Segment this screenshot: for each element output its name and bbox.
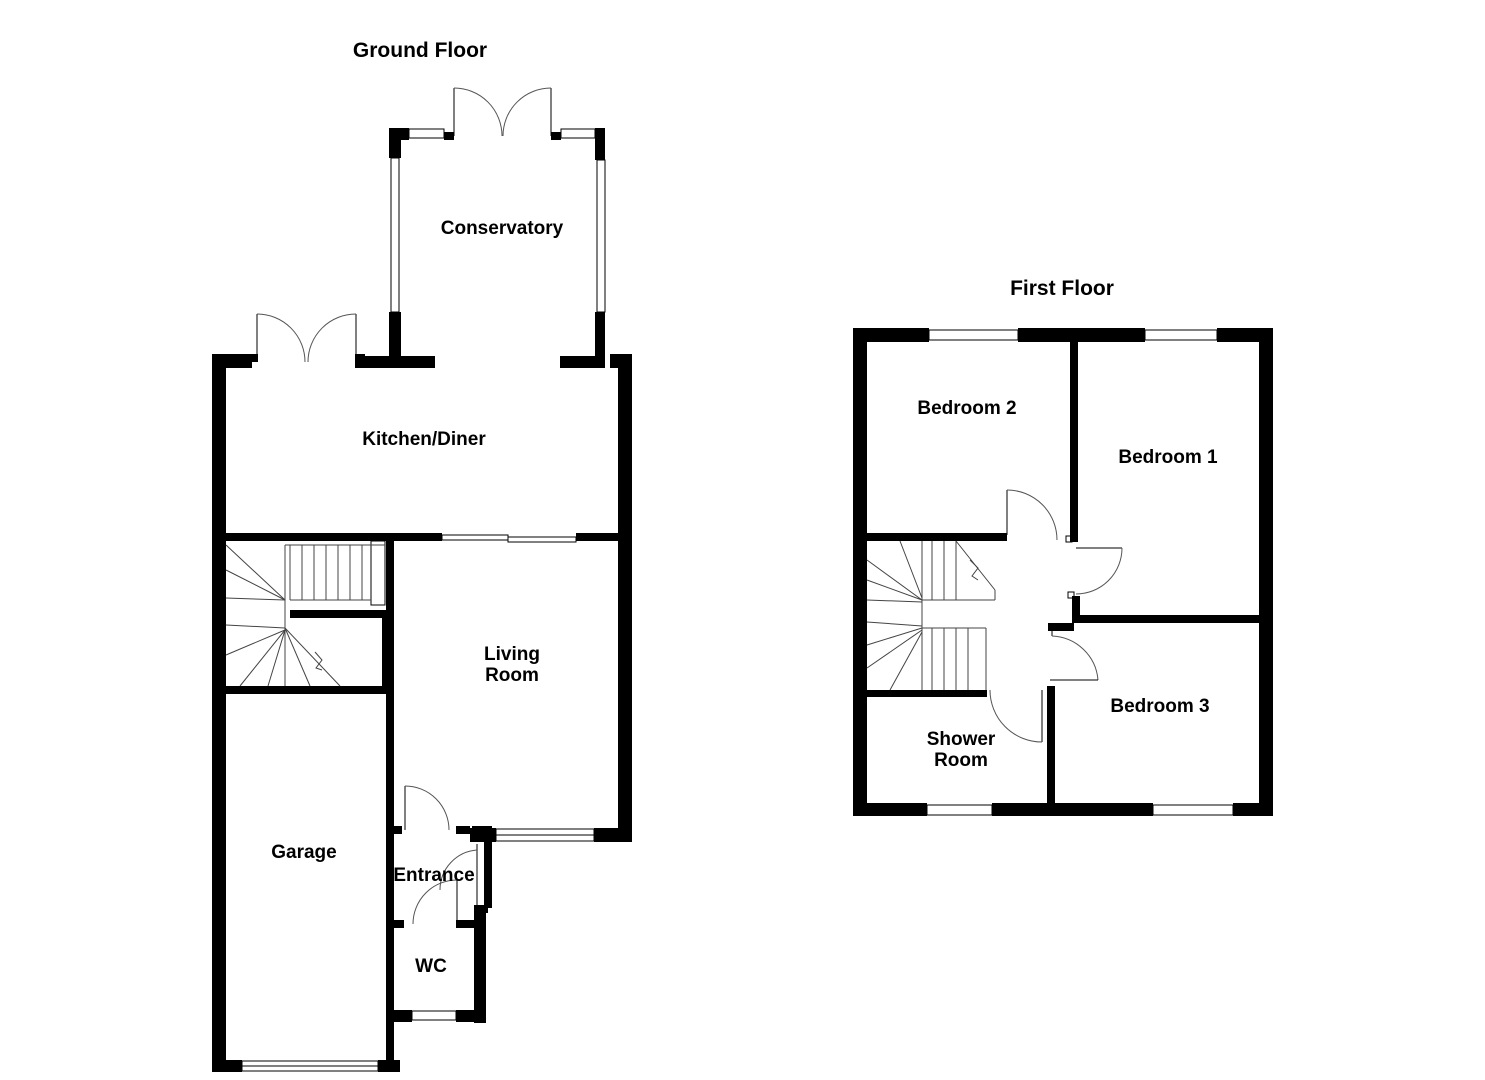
conservatory-french-doors	[453, 87, 552, 137]
room-label-bedroom-1: Bedroom 1	[1118, 447, 1218, 468]
first-floor-title: First Floor	[1010, 277, 1114, 300]
entrance-wc-walls	[394, 785, 595, 1023]
room-label-bedroom-3: Bedroom 3	[1110, 696, 1209, 717]
ground-floor-plan: Ground Floor	[212, 39, 632, 1072]
first-floor-internal-walls	[867, 342, 1259, 816]
first-floor-stairs	[866, 540, 996, 691]
first-floor-outer-walls	[853, 328, 1273, 816]
room-label-wc: WC	[415, 956, 447, 977]
room-label-kitchen-diner: Kitchen/Diner	[362, 429, 486, 450]
ground-floor-title: Ground Floor	[353, 39, 487, 62]
kitchen-french-doors	[252, 313, 365, 368]
room-label-shower-room-line1: Shower	[927, 729, 996, 750]
room-label-entrance: Entrance	[393, 865, 474, 886]
first-floor-windows	[926, 329, 1234, 816]
ground-stairs	[225, 540, 394, 826]
first-floor-doors	[989, 489, 1123, 743]
garage-features	[241, 1060, 379, 1072]
conservatory-walls	[365, 128, 605, 368]
kitchen-living-partition	[226, 533, 618, 543]
room-label-living-room-line2: Room	[485, 665, 539, 686]
room-label-shower-room-line2: Room	[934, 750, 988, 771]
room-label-conservatory: Conservatory	[441, 218, 564, 239]
room-label-bedroom-2: Bedroom 2	[917, 398, 1016, 419]
room-label-living-room-line1: Living	[484, 644, 540, 665]
main-block-walls	[212, 354, 632, 1072]
room-label-garage: Garage	[271, 842, 336, 863]
conservatory-windows	[390, 128, 606, 313]
first-floor-plan: First Floor	[853, 277, 1273, 816]
